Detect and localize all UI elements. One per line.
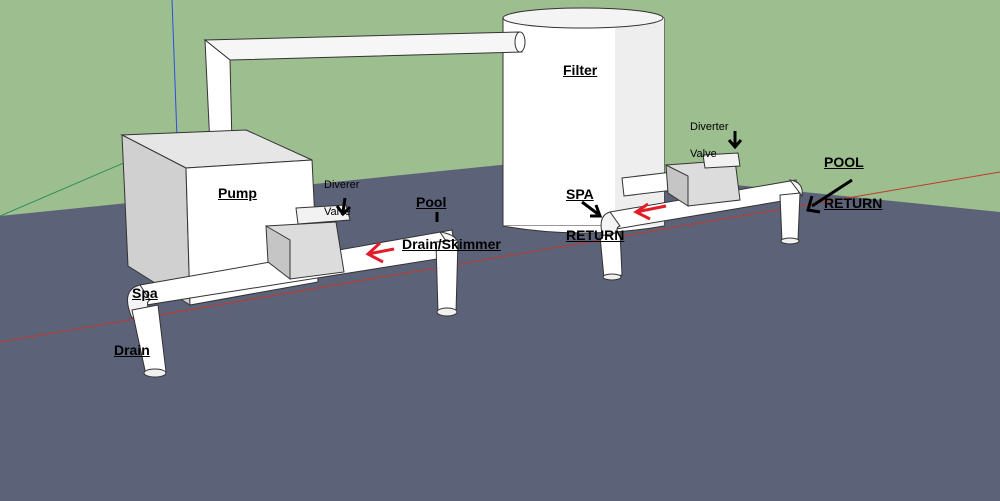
right-pipe-assembly — [599, 152, 803, 281]
pool-drain-label-line2: Drain/Skimmer — [402, 236, 501, 252]
pointer-arrow-pool-return — [806, 178, 853, 214]
pump-filter-pipe — [203, 31, 526, 147]
pool-drain-label: Pool Drain/Skimmer — [402, 171, 501, 255]
pointer-arrow-right-valve — [727, 131, 743, 150]
right-diverter-valve-label: Diverter Valve — [690, 107, 729, 162]
pump-box — [120, 129, 319, 306]
spa-return-label-line1: SPA — [566, 186, 594, 203]
pool-return-label-line1: POOL — [824, 154, 864, 171]
right-diverter-handle — [702, 152, 741, 169]
red-axis — [0, 171, 1000, 343]
left-diverter-handle — [295, 204, 351, 225]
left-diverter-valve-label: Diverer Valve — [324, 165, 359, 220]
flow-arrow-right — [633, 202, 667, 221]
spa-drain-label-line1: Spa — [132, 284, 158, 301]
left-pipe-assembly — [127, 204, 460, 378]
right-diverter-valve-label-line2: Valve — [690, 148, 717, 161]
left-diverter-valve-label-line1: Diverer — [324, 178, 360, 191]
pool-drain-label-line1: Pool — [416, 194, 447, 210]
pool-return-label: POOL RETURN — [824, 132, 882, 213]
pointer-arrow-left-valve — [335, 197, 352, 217]
spa-drain-label: Spa Drain — [114, 250, 158, 365]
spa-drain-label-line2: Drain — [114, 342, 150, 359]
pool-return-label-line2: RETURN — [824, 194, 883, 211]
right-diverter-valve-label-line1: Diverter — [690, 120, 729, 133]
pump-label: Pump — [218, 185, 257, 201]
spa-return-label-line2: RETURN — [566, 226, 625, 243]
spa-return-label: SPA RETURN — [566, 164, 624, 245]
left-diverter-valve-label-line2: Valve — [324, 206, 351, 219]
pointer-arrow-spa-return — [581, 200, 603, 218]
filter-label: Filter — [563, 62, 598, 78]
flow-arrow-left — [365, 241, 395, 264]
